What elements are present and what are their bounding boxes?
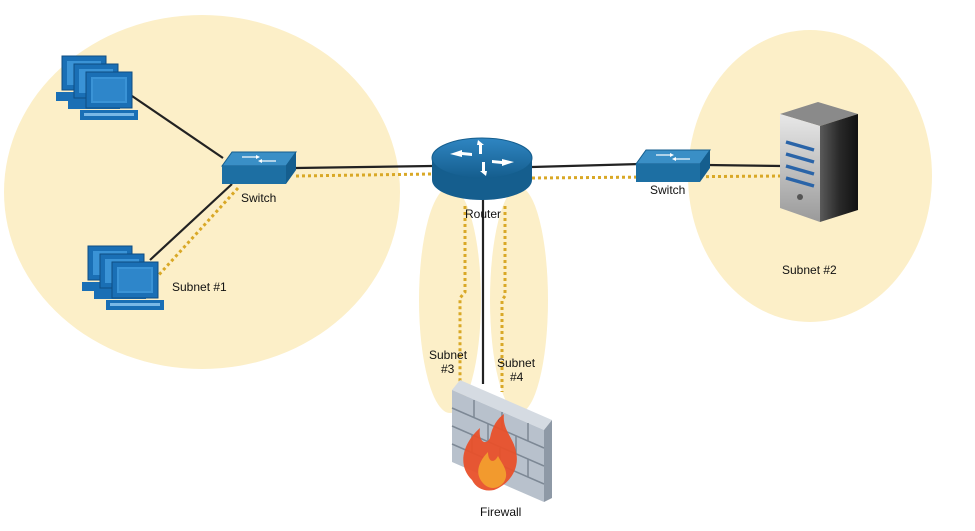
firewall-icon [451,380,552,502]
link-top-computers-to-switch [131,95,224,159]
computer-cluster-icon [82,245,164,310]
firewall-label: Firewall [480,505,521,519]
link-router-to-switch-right [531,162,641,169]
solid-links [131,95,783,384]
router-icon [431,137,533,200]
dotted-switch-to-bottom-computers [154,186,240,280]
network-switch-icon [635,149,711,182]
subnet1-label: Subnet #1 [172,280,227,294]
link-switch-right-to-server [706,163,783,168]
switch-right-label: Switch [650,183,685,197]
subnet2-label: Subnet #2 [782,263,837,277]
dotted-router-to-server [531,174,781,180]
dotted-subnet3 [458,206,467,388]
link-switch-to-router [295,164,433,170]
subnet3-label-line1: Subnet [429,348,468,362]
dotted-switch-to-router [295,172,433,178]
switch-left-label: Switch [241,191,276,205]
network-switch-icon [221,151,297,184]
server-tower-icon [780,102,858,222]
dotted-links [154,172,781,392]
dotted-subnet4 [500,206,507,392]
subnet4-label-line1: Subnet [497,356,536,370]
link-bottom-computers-to-switch [149,183,233,261]
subnet3-label-line2: #3 [441,362,455,376]
subnet4-label-line2: #4 [510,370,524,384]
router-label: Router [465,207,501,221]
computer-cluster-icon [56,55,138,120]
